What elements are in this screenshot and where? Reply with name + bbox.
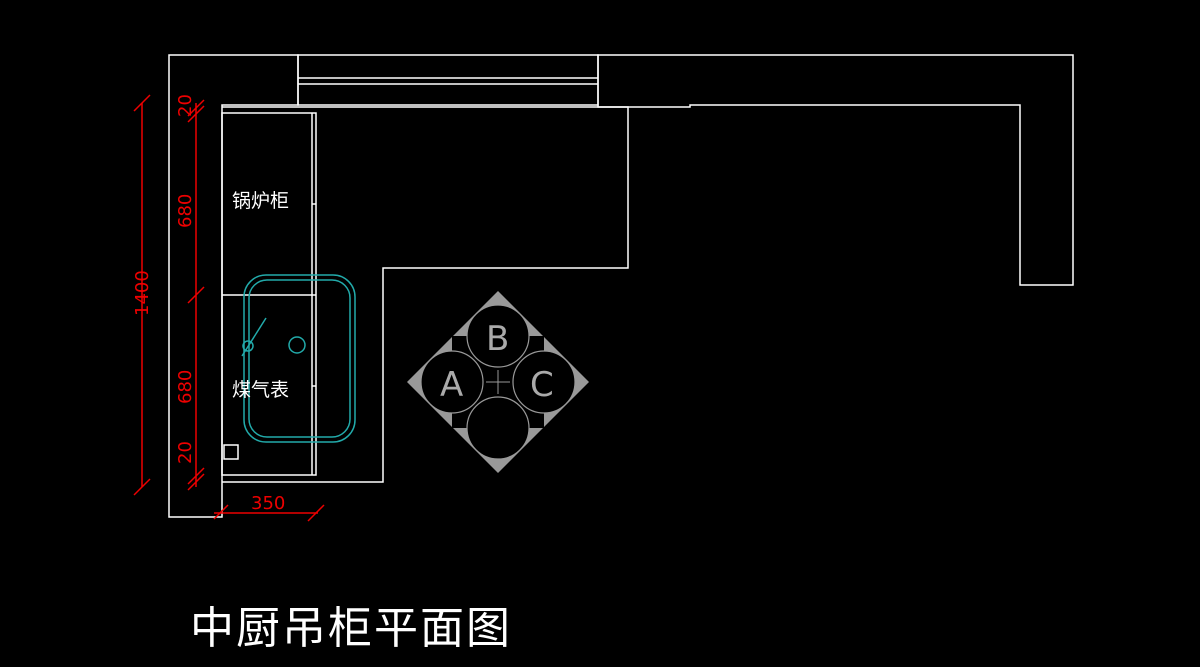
walls: [168, 54, 1074, 518]
gas-meter-fixture: [241, 274, 356, 443]
dim-upper: 680: [175, 194, 196, 228]
window: [297, 54, 599, 106]
dim-bottom-gap: 20: [175, 441, 196, 464]
abc-symbol: [407, 291, 589, 473]
cabinet-outline: [221, 106, 629, 483]
label-boiler-cabinet: 锅炉柜: [232, 190, 289, 212]
outlet-box: [223, 444, 239, 460]
symbol-b: B: [486, 319, 509, 359]
symbol-c: C: [530, 365, 554, 405]
dim-top-gap: 20: [175, 94, 196, 117]
dimensions: [133, 94, 325, 522]
drawing-title: 中厨吊柜平面图: [190, 603, 512, 654]
label-gas-meter: 煤气表: [232, 379, 289, 401]
symbol-a: A: [440, 365, 463, 405]
dim-total: 1400: [132, 270, 153, 316]
dim-lower: 680: [175, 370, 196, 404]
dim-depth: 350: [251, 493, 285, 514]
